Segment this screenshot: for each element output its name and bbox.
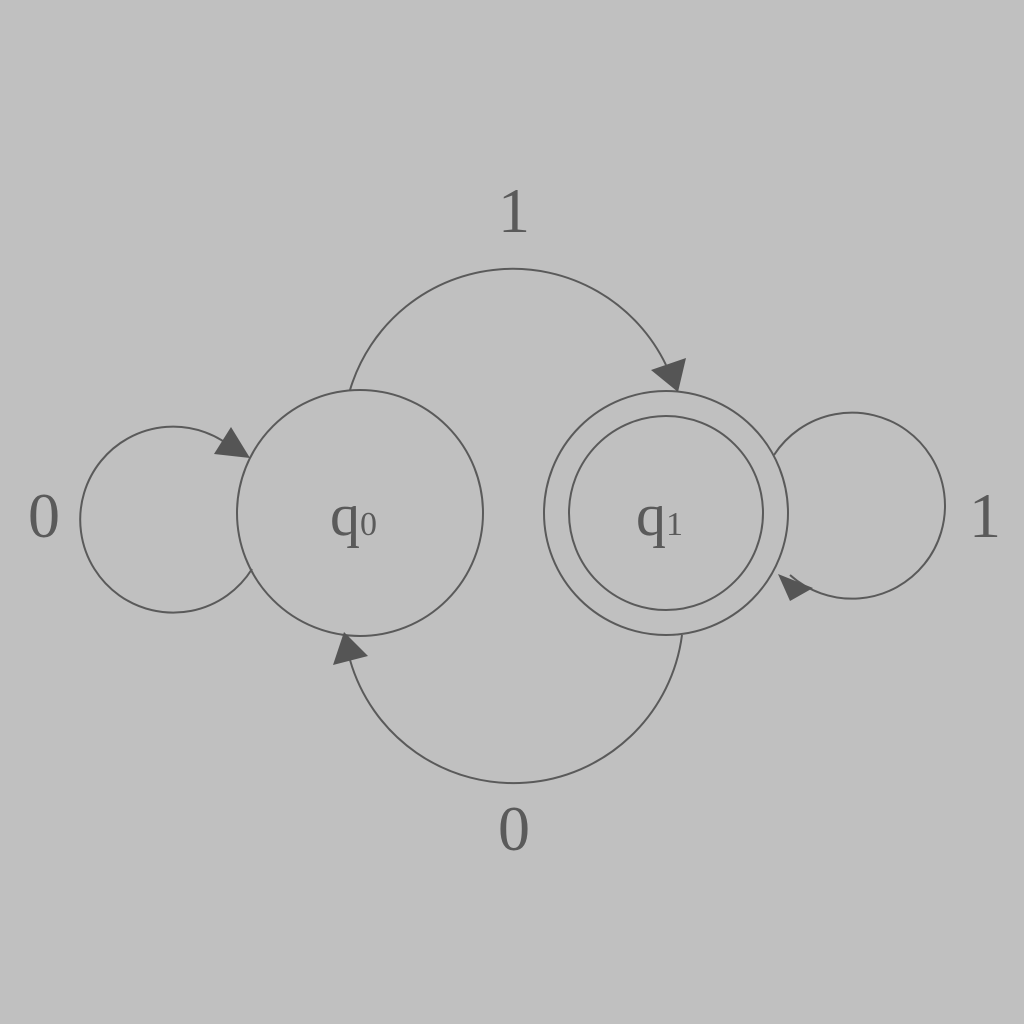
state-q0-name: q	[330, 482, 360, 548]
state-q0-label: q0	[330, 482, 377, 548]
transition-q0-self: 0	[28, 425, 253, 614]
transition-q0-q1-arc	[349, 267, 667, 391]
transition-q0-q1-label: 1	[498, 175, 530, 246]
state-q1-outer-circle	[543, 390, 789, 636]
transition-q1-q0-label: 0	[498, 793, 530, 864]
state-q1-subscript: 1	[666, 506, 683, 543]
state-q1-label: q1	[636, 482, 683, 548]
transition-q1-self-arrowhead	[778, 574, 813, 601]
transition-q1-self-arc	[773, 411, 946, 600]
state-q0-subscript: 0	[360, 506, 377, 543]
transition-q1-q0-arc	[349, 634, 683, 785]
transition-q1-self: 1	[773, 411, 1001, 601]
transition-q0-q1-arrowhead	[651, 358, 686, 392]
transition-q1-q0-arrowhead	[333, 632, 368, 665]
state-q1-name: q	[636, 482, 666, 548]
transition-q0-self-arrowhead	[214, 427, 250, 458]
state-q1-inner-circle	[568, 415, 764, 611]
transition-q1-q0: 0	[333, 632, 683, 864]
transition-q0-self-arc	[79, 425, 253, 614]
state-q0-circle	[236, 389, 484, 637]
transition-q1-self-label: 1	[969, 480, 1001, 551]
state-q0: q0	[236, 389, 484, 637]
transition-q0-q1: 1	[349, 175, 686, 392]
transition-q0-self-label: 0	[28, 480, 60, 551]
state-q1: q1	[543, 390, 789, 636]
